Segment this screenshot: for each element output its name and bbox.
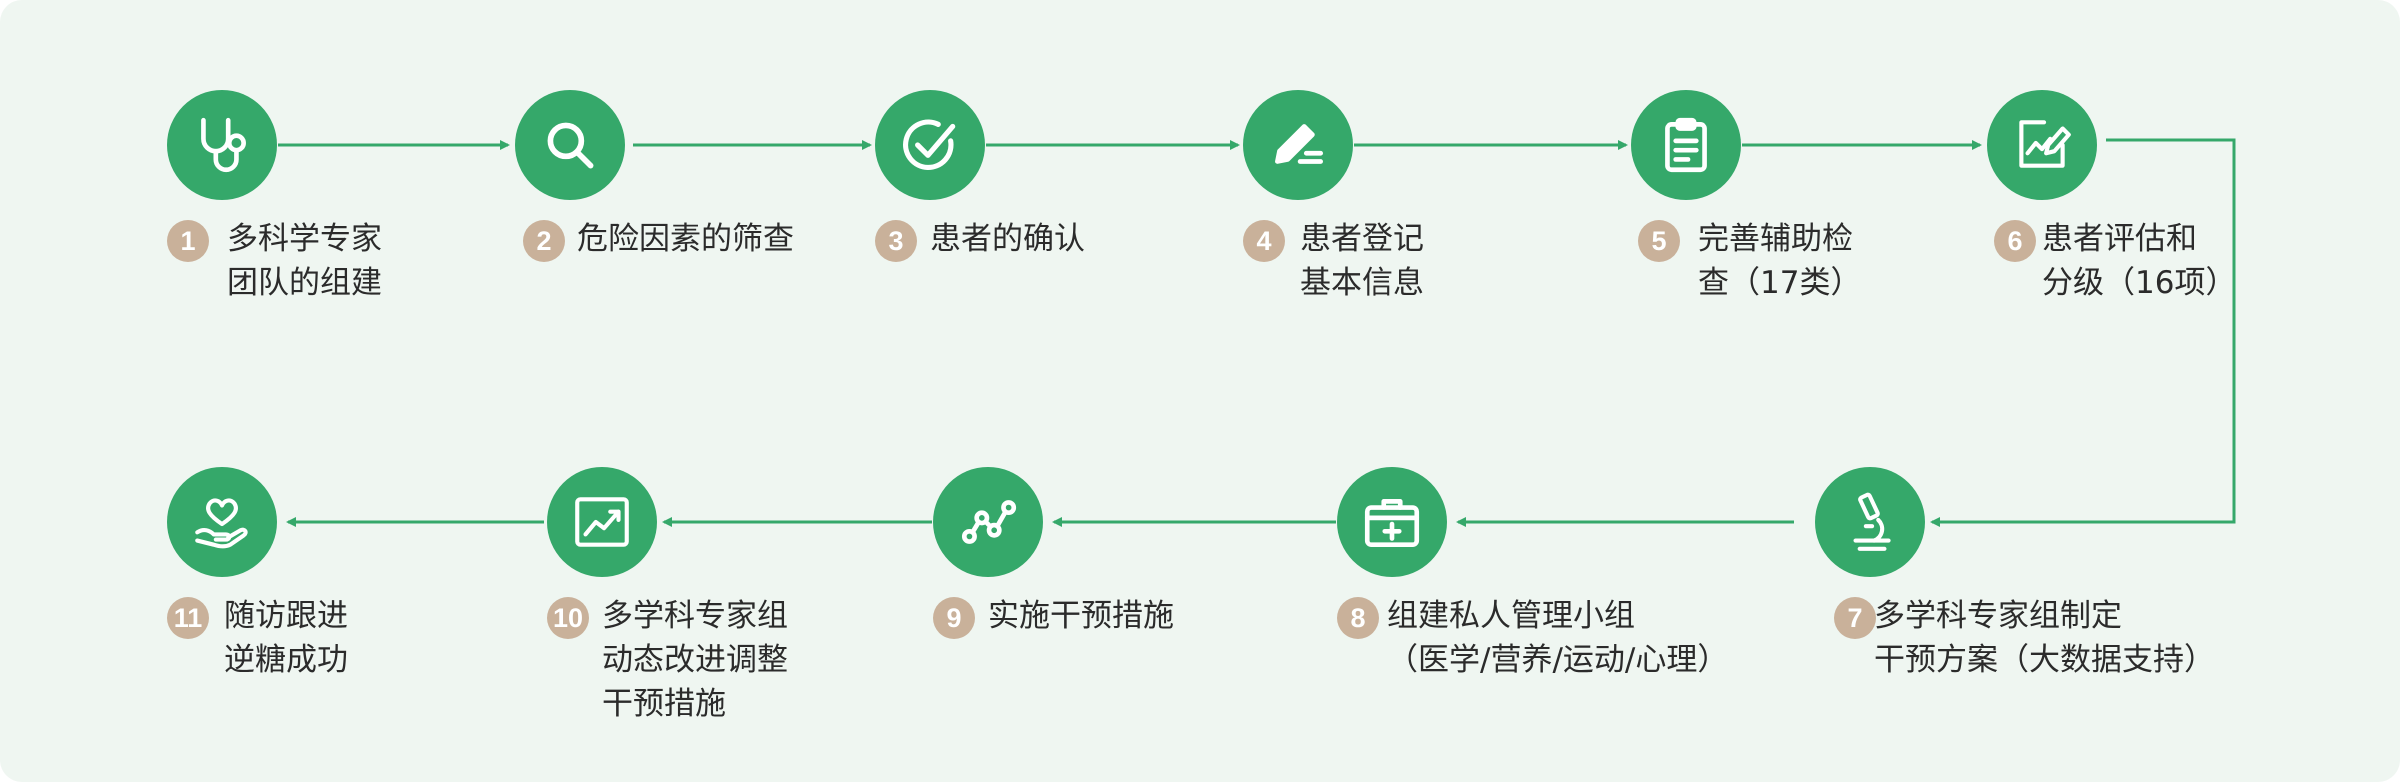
step-number-badge: 8 bbox=[1337, 597, 1379, 639]
step-label: 多学科专家组制定 干预方案（大数据支持） bbox=[1874, 598, 2215, 678]
step-5: 5 完善辅助检 查（17类） bbox=[1631, 90, 1861, 301]
step-label: 随访跟进 逆糖成功 bbox=[224, 598, 348, 678]
step-4: 4 患者登记 基本信息 bbox=[1243, 90, 1424, 301]
step-number-badge: 1 bbox=[167, 220, 209, 262]
medical-kit-icon bbox=[1337, 467, 1447, 577]
clipboard-icon bbox=[1631, 90, 1741, 200]
magnifier-icon bbox=[515, 90, 625, 200]
step-number-badge: 4 bbox=[1243, 220, 1285, 262]
step-number-badge: 11 bbox=[167, 597, 209, 639]
step-number-badge: 2 bbox=[523, 220, 565, 262]
growth-chart-icon bbox=[547, 467, 657, 577]
step-3: 3 患者的确认 bbox=[875, 90, 1085, 262]
step-10: 10 多学科专家组 动态改进调整 干预措施 bbox=[547, 467, 788, 722]
stethoscope-icon bbox=[167, 90, 277, 200]
step-number-badge: 10 bbox=[547, 597, 589, 639]
step-label: 患者评估和 分级（16项） bbox=[2042, 221, 2237, 301]
step-2: 2 危险因素的筛查 bbox=[515, 90, 794, 262]
step-label: 实施干预措施 bbox=[988, 598, 1174, 634]
step-number-badge: 3 bbox=[875, 220, 917, 262]
step-9: 9 实施干预措施 bbox=[933, 467, 1174, 639]
step-label: 多科学专家 团队的组建 bbox=[227, 221, 382, 301]
step-label: 完善辅助检 查（17类） bbox=[1698, 221, 1862, 301]
pen-edit-icon bbox=[1243, 90, 1353, 200]
step-number-badge: 6 bbox=[1994, 220, 2036, 262]
step-6: 6 患者评估和 分级（16项） bbox=[1987, 90, 2236, 301]
step-number-badge: 9 bbox=[933, 597, 975, 639]
step-11: 11 随访跟进 逆糖成功 bbox=[167, 467, 348, 678]
step-label: 多学科专家组 动态改进调整 干预措施 bbox=[602, 598, 788, 722]
arrow-6-7 bbox=[1930, 138, 2236, 527]
step-7: 7 多学科专家组制定 干预方案（大数据支持） bbox=[1815, 467, 2215, 678]
step-label: 危险因素的筛查 bbox=[577, 221, 794, 257]
step-label: 组建私人管理小组 （医学/营养/运动/心理） bbox=[1387, 598, 1729, 678]
chart-edit-icon bbox=[1987, 90, 2097, 200]
step-label: 患者的确认 bbox=[930, 221, 1085, 257]
step-number-badge: 7 bbox=[1834, 597, 1876, 639]
check-circle-icon bbox=[875, 90, 985, 200]
step-1: 1 多科学专家 团队的组建 bbox=[167, 90, 382, 301]
step-number-badge: 5 bbox=[1638, 220, 1680, 262]
step-label: 患者登记 基本信息 bbox=[1300, 221, 1424, 301]
microscope-icon bbox=[1815, 467, 1925, 577]
heart-hand-icon bbox=[167, 467, 277, 577]
trend-nodes-icon bbox=[933, 467, 1043, 577]
step-8: 8 组建私人管理小组 （医学/营养/运动/心理） bbox=[1337, 467, 1728, 678]
